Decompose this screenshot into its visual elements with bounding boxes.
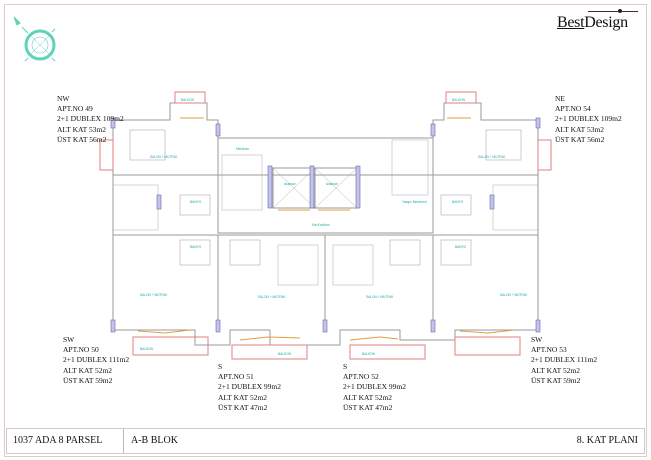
svg-text:BALKON: BALKON bbox=[278, 352, 292, 356]
sheet-title: 8. KAT PLANI bbox=[576, 435, 638, 446]
svg-text:Asansör: Asansör bbox=[284, 182, 297, 186]
svg-text:SALON + MUTFAK: SALON + MUTFAK bbox=[500, 293, 528, 297]
svg-text:SALON + MUTFAK: SALON + MUTFAK bbox=[478, 155, 506, 159]
balconies bbox=[99, 91, 552, 360]
svg-text:SALON + MUTFAK: SALON + MUTFAK bbox=[150, 155, 178, 159]
block-label: A-B BLOK bbox=[131, 435, 178, 446]
doors bbox=[137, 117, 516, 341]
room-labels: SALON + MUTFAK SALON + MUTFAK SALON + MU… bbox=[140, 98, 528, 356]
parcel-label: 1037 ADA 8 PARSEL bbox=[13, 435, 103, 446]
svg-text:BALKON: BALKON bbox=[181, 98, 195, 102]
svg-text:Asansör: Asansör bbox=[326, 182, 339, 186]
svg-text:BANYO: BANYO bbox=[455, 245, 467, 249]
svg-text:Kat Koridoru: Kat Koridoru bbox=[312, 223, 330, 227]
north-arrow-compass-icon bbox=[13, 16, 56, 62]
svg-text:BANYO: BANYO bbox=[452, 200, 464, 204]
svg-text:BANYO: BANYO bbox=[190, 200, 202, 204]
svg-text:BANYO: BANYO bbox=[190, 245, 202, 249]
svg-text:BALKON: BALKON bbox=[140, 347, 154, 351]
sheet-border bbox=[4, 4, 647, 457]
windows bbox=[110, 117, 541, 333]
svg-text:SALON + MUTFAK: SALON + MUTFAK bbox=[258, 295, 286, 299]
svg-text:BALKON: BALKON bbox=[452, 98, 466, 102]
svg-text:BALKON: BALKON bbox=[362, 352, 376, 356]
svg-text:Yangın Merdiveni: Yangın Merdiveni bbox=[402, 200, 427, 204]
title-block: 1037 ADA 8 PARSEL A-B BLOK 8. KAT PLANI bbox=[6, 428, 645, 454]
svg-text:SALON + MUTFAK: SALON + MUTFAK bbox=[366, 295, 394, 299]
svg-text:Merdiven: Merdiven bbox=[236, 147, 249, 151]
svg-text:SALON + MUTFAK: SALON + MUTFAK bbox=[140, 293, 168, 297]
bestdesign-logo: BestDesign bbox=[557, 9, 638, 32]
